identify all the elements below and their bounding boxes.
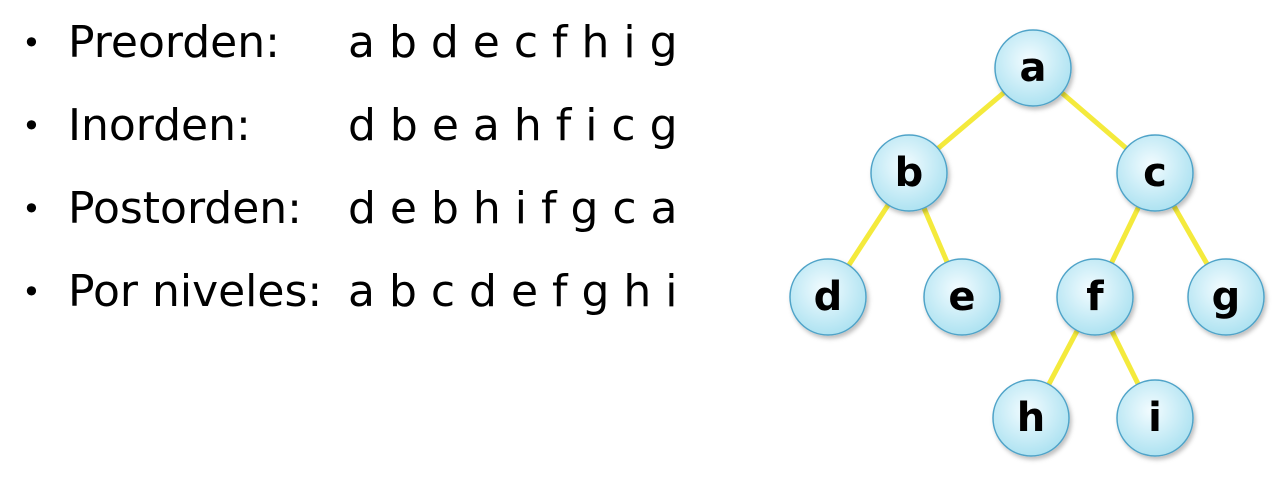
tree-node-label: f: [1086, 274, 1104, 320]
tree-nodes: a b c d e f g h i: [789, 29, 1265, 457]
tree-node-circle: [1187, 258, 1265, 336]
tree-node-c: c: [1116, 134, 1194, 212]
tree-node-label: g: [1212, 274, 1241, 320]
tree-node-circle: [789, 258, 867, 336]
bullet: •: [22, 24, 41, 62]
tree-node-e: e: [923, 258, 1001, 336]
tree-node-circle: [1116, 379, 1194, 457]
tree-node-circle: [1056, 258, 1134, 336]
tree-node-label: h: [1017, 395, 1045, 441]
traversal-label: Preorden:: [68, 17, 280, 68]
tree-node-circle: [994, 29, 1072, 107]
tree-node-label: a: [1020, 45, 1047, 91]
tree-node-a: a: [994, 29, 1072, 107]
tree-node-f: f: [1056, 258, 1134, 336]
tree-node-label: d: [814, 274, 843, 320]
tree-node-label: e: [948, 274, 975, 320]
traversal-sequence: d b e a h f i c g: [348, 100, 678, 151]
tree-edges: [825, 65, 1229, 421]
bullet: •: [22, 273, 41, 311]
tree-node-label: c: [1143, 150, 1167, 196]
bullet: •: [22, 107, 41, 145]
tree-node-circle: [992, 379, 1070, 457]
traversal-label: Postorden:: [68, 183, 303, 234]
traversal-sequence: a b c d e f g h i: [348, 266, 678, 317]
tree-node-circle: [923, 258, 1001, 336]
tree-node-d: d: [789, 258, 867, 336]
traversal-sequence: d e b h i f g c a: [348, 183, 678, 234]
tree-node-label: i: [1148, 395, 1162, 441]
tree-node-i: i: [1116, 379, 1194, 457]
traversal-list: • Preorden: a b d e c f h i g • Inorden:…: [22, 17, 678, 317]
tree-node-b: b: [870, 134, 948, 212]
tree-node-h: h: [992, 379, 1070, 457]
traversal-label: Inorden:: [68, 100, 251, 151]
traversal-sequence: a b d e c f h i g: [348, 17, 678, 68]
bullet: •: [22, 190, 41, 228]
traversal-label: Por niveles:: [68, 266, 323, 317]
tree-node-label: b: [895, 150, 924, 196]
tree-node-circle: [870, 134, 948, 212]
tree-node-circle: [1116, 134, 1194, 212]
tree-node-g: g: [1187, 258, 1265, 336]
